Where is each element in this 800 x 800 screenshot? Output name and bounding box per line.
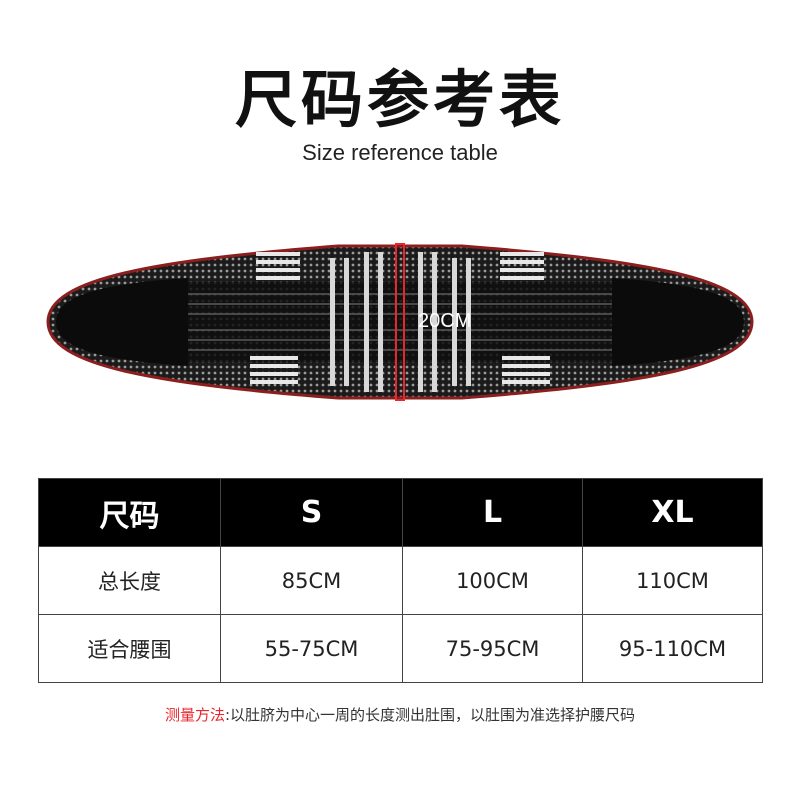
belt-center-band <box>188 282 612 362</box>
table-cell: 55-75CM <box>220 614 403 683</box>
table-cell: 95-110CM <box>582 614 763 683</box>
header-cell-s: S <box>220 478 403 547</box>
header-cell-l: L <box>402 478 583 547</box>
table-cell: 110CM <box>582 546 763 615</box>
table-cell: 85CM <box>220 546 403 615</box>
belt-elastic-lines <box>188 293 612 351</box>
belt-width-label: 20CM <box>418 310 472 332</box>
row-label-total-length: 总长度 <box>38 546 221 615</box>
width-marker <box>395 243 405 401</box>
belt-stripes-top-right <box>500 252 544 280</box>
belt-stripes-bottom-left <box>250 356 298 384</box>
measure-note-prefix: 测量方法 <box>164 706 225 724</box>
size-table: 尺码 S L XL 总长度 85CM 100CM 110CM 适合腰围 55-7… <box>38 478 763 683</box>
belt-left-flap <box>56 278 188 366</box>
table-row: 总长度 85CM 100CM 110CM <box>38 546 763 615</box>
belt-stripes-bottom-right <box>502 356 550 384</box>
belt-right-flap <box>612 278 744 366</box>
table-cell: 100CM <box>402 546 583 615</box>
waist-belt-illustration <box>46 243 754 401</box>
belt-stripes-top-left <box>256 252 300 280</box>
table-cell: 75-95CM <box>402 614 583 683</box>
table-row: 适合腰围 55-75CM 75-95CM 95-110CM <box>38 614 763 683</box>
waist-belt-image <box>38 238 762 406</box>
header-cell-size: 尺码 <box>38 478 221 547</box>
page-title: 尺码参考表 <box>234 63 565 136</box>
measure-note: 测量方法:以肚脐为中心一周的长度测出肚围，以肚围为准选择护腰尺码 <box>0 704 800 725</box>
belt-support-bars <box>330 252 471 392</box>
page-subtitle: Size reference table <box>302 140 498 165</box>
size-table-header: 尺码 S L XL <box>38 478 763 547</box>
header-cell-xl: XL <box>582 478 763 547</box>
row-label-waist-fit: 适合腰围 <box>38 614 221 683</box>
measure-note-text: :以肚脐为中心一周的长度测出肚围，以肚围为准选择护腰尺码 <box>224 706 636 724</box>
